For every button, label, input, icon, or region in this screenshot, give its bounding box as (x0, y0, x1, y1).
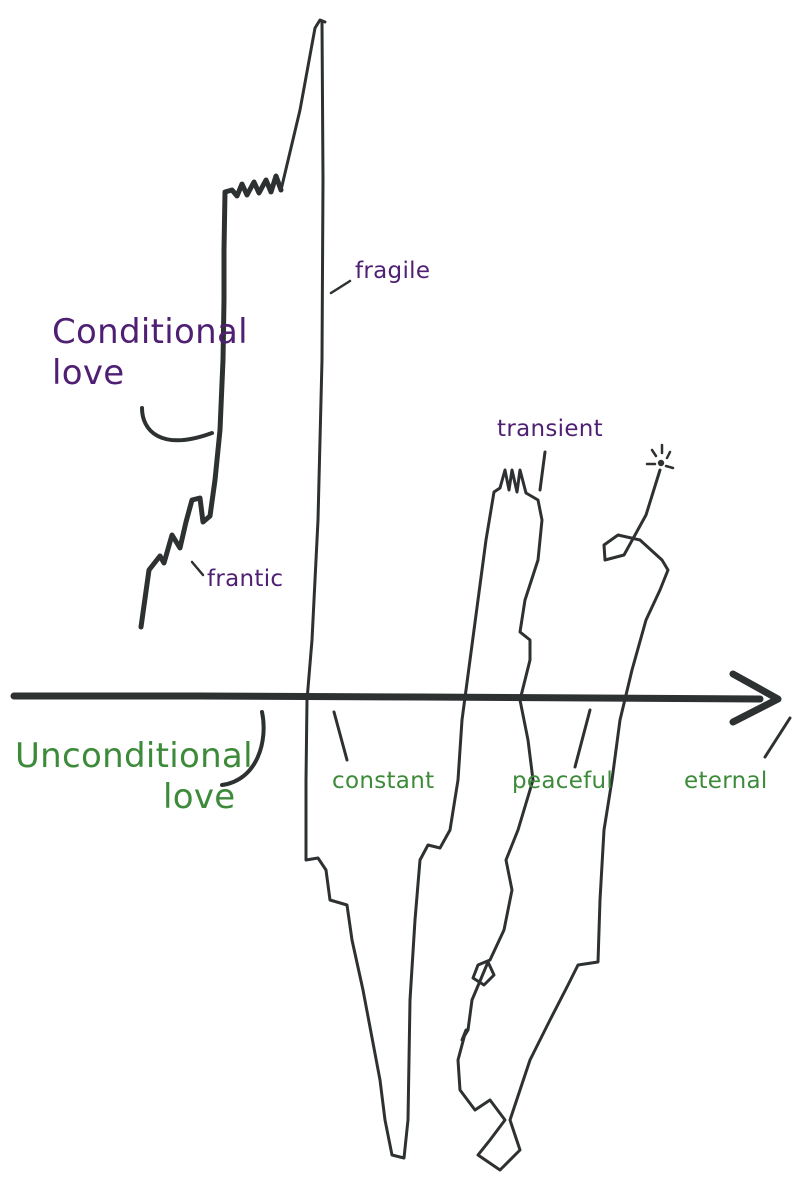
leader-transient (538, 450, 547, 492)
unconditional-love-title: Unconditional love (15, 736, 253, 818)
label-fragile: fragile (355, 258, 431, 284)
label-peaceful: peaceful (512, 768, 614, 794)
unconditional-love-line2: love (163, 776, 236, 817)
leader-fragile (329, 279, 352, 295)
frantic-spike (138, 173, 284, 630)
fragile-spike-rise (279, 18, 327, 192)
label-transient: transient (497, 416, 603, 442)
axis-line (10, 692, 764, 703)
peaceful-column (456, 468, 670, 1172)
conditional-love-title: Conditional love (52, 312, 248, 394)
unconditional-love-line1: Unconditional (15, 736, 253, 776)
leader-peaceful (573, 708, 592, 769)
eternal-dot (657, 459, 665, 467)
constant-column (304, 20, 544, 1160)
conditional-love-line2: love (52, 352, 125, 393)
label-frantic: frantic (207, 566, 284, 592)
label-eternal: eternal (684, 768, 768, 794)
leader-constant (332, 710, 349, 762)
leader-eternal (763, 716, 792, 759)
label-constant: constant (332, 768, 435, 794)
conditional-love-line1: Conditional (52, 312, 248, 352)
leader-frantic (190, 560, 205, 577)
eternal-starburst (645, 443, 675, 470)
leader-conditional-love (140, 406, 214, 443)
leader-unconditional-love (220, 710, 266, 787)
axis-arrowhead (729, 670, 782, 726)
